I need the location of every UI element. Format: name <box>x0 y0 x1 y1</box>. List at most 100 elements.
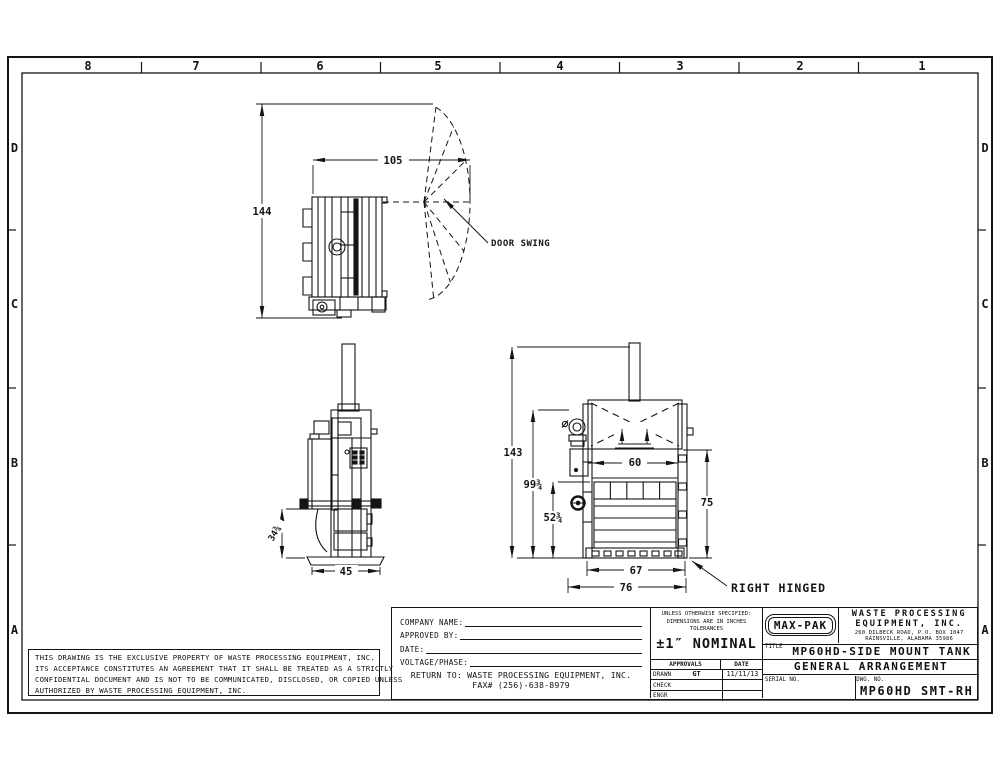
side-cross-bar <box>300 500 382 507</box>
approved-by-label: APPROVED BY: <box>400 631 459 640</box>
drawn-by-value: GT <box>692 670 701 679</box>
side-mount-tank <box>307 438 333 510</box>
engr-row: ENGR <box>651 691 762 701</box>
dim-side-base-width: 45 <box>340 566 353 578</box>
title-block: COMPANY NAME: APPROVED BY: DATE: VOLTAGE… <box>391 607 979 701</box>
check-row: CHECK <box>651 680 762 692</box>
drawn-label: DRAWN <box>653 670 672 678</box>
zone-top-6: 6 <box>316 59 323 73</box>
dwg-no-cell: DWG. NO. MP60HD SMT-RH <box>854 676 979 698</box>
side-cylinder-rod <box>341 343 356 411</box>
spec-line: UNLESS OTHERWISE SPECIFIED: <box>661 610 752 617</box>
check-label: CHECK <box>653 681 672 689</box>
zone-left-d: D <box>11 141 18 155</box>
baler-plan-view <box>302 196 388 318</box>
door-swing-callout: DOOR SWING <box>443 198 550 249</box>
zone-right-b: B <box>981 456 988 470</box>
zone-top-3: 3 <box>676 59 683 73</box>
dim-front-chamber-height: 52¾ <box>544 512 563 524</box>
date-field[interactable] <box>426 644 642 654</box>
drawing-subtitle: GENERAL ARRANGEMENT <box>763 660 979 676</box>
spec-line: TOLERANCES <box>689 625 724 632</box>
plan-door-edge <box>353 198 359 296</box>
dwg-no-label: DWG. NO. <box>856 676 885 683</box>
front-base <box>585 547 685 559</box>
front-cylinder-rod <box>628 342 641 402</box>
note-line: ITS ACCEPTANCE CONSTITUTES AN AGREEMENT … <box>35 663 394 673</box>
door-swing-label: DOOR SWING <box>491 239 550 249</box>
sheet-border <box>7 56 993 714</box>
note-line: CONFIDENTIAL DOCUMENT AND IS NOT TO BE C… <box>35 674 403 684</box>
logo-text: MAX-PAK <box>767 616 834 634</box>
plan-cylinder-port <box>328 238 346 256</box>
dim-front-overall-width: 76 <box>620 582 633 594</box>
front-door-top <box>593 481 677 500</box>
door-swing-arc <box>383 106 471 301</box>
zone-top-4: 4 <box>556 59 563 73</box>
zone-top-8: 8 <box>84 59 91 73</box>
zone-right-c: C <box>981 297 988 311</box>
plan-dimensions <box>256 103 471 319</box>
serial-no-label: SERIAL NO. <box>765 676 800 683</box>
side-base <box>306 556 385 566</box>
zone-right-a: A <box>981 623 989 637</box>
zone-top-7: 7 <box>192 59 199 73</box>
voltage-phase-label: VOLTAGE/PHASE: <box>400 658 469 667</box>
note-line: AUTHORIZED BY WASTE PROCESSING EQUIPMENT… <box>35 685 247 695</box>
company-address1: 260 DILBECK ROAD, P.O. BOX 1047 <box>854 629 964 636</box>
tolerance-approvals-column: UNLESS OTHERWISE SPECIFIED: DIMENSIONS A… <box>651 608 763 701</box>
dim-front-total-height: 143 <box>504 447 523 459</box>
return-to-line: RETURN TO: WASTE PROCESSING EQUIPMENT, I… <box>410 670 632 680</box>
zone-top-5: 5 <box>434 59 441 73</box>
max-pak-logo: MAX-PAK <box>765 614 836 637</box>
note-line: THIS DRAWING IS THE EXCLUSIVE PROPERTY O… <box>35 653 375 662</box>
right-hinged-callout: RIGHT HINGED <box>691 560 826 595</box>
top-zone-ticks <box>140 62 860 73</box>
baler-front-view <box>561 342 694 559</box>
zone-left-c: C <box>11 297 18 311</box>
side-zone-ticks <box>8 229 986 546</box>
zone-left-b: B <box>11 456 18 470</box>
title-label: TITLE <box>765 644 783 650</box>
voltage-phase-field[interactable] <box>470 657 642 667</box>
approvals-header: APPROVALS <box>651 660 721 669</box>
baler-side-view <box>299 343 385 566</box>
right-hinged-label: RIGHT HINGED <box>731 581 826 595</box>
dwg-no-value: MP60HD SMT-RH <box>859 683 974 698</box>
title-block-right: MAX-PAK WASTE PROCESSING EQUIPMENT, INC.… <box>763 608 979 699</box>
front-motor-assembly <box>561 418 592 511</box>
dim-front-door-height: 75 <box>701 497 714 509</box>
dim-front-chamber-width: 67 <box>630 565 643 577</box>
zone-labels: 8 7 6 5 4 3 2 1 D C B A D C B A <box>11 59 990 637</box>
tolerance-value: ±1″ NOMINAL <box>656 635 757 652</box>
date-header: DATE <box>734 660 749 668</box>
drawn-row: DRAWN GT 11/11/13 <box>651 669 762 681</box>
dim-plan-width: 105 <box>384 155 403 167</box>
company-name-line1: WASTE PROCESSING <box>851 609 967 619</box>
tolerance-cell: UNLESS OTHERWISE SPECIFIED: DIMENSIONS A… <box>651 608 762 659</box>
order-form: COMPANY NAME: APPROVED BY: DATE: VOLTAGE… <box>392 608 651 698</box>
side-control-box <box>349 447 368 469</box>
logo-cell: MAX-PAK <box>763 608 839 643</box>
side-hose <box>315 508 328 553</box>
dim-front-feed-width: 60 <box>629 457 642 469</box>
plan-power-unit <box>312 299 336 316</box>
company-address2: RAINSVILLE, ALABAMA 35986 <box>865 636 954 643</box>
diameter-symbol <box>561 420 569 428</box>
engr-label: ENGR <box>653 692 668 700</box>
title-row: TITLE MP60HD-SIDE MOUNT TANK <box>763 644 979 660</box>
serial-no-cell: SERIAL NO. <box>763 675 856 699</box>
approved-by-field[interactable] <box>460 630 642 640</box>
serial-dwg-row: SERIAL NO. DWG. NO. MP60HD SMT-RH <box>763 675 979 699</box>
company-name-line2: EQUIPMENT, INC. <box>855 618 963 629</box>
zone-right-d: D <box>981 141 988 155</box>
date-label: DATE: <box>400 644 425 654</box>
fax-line: FAX# (256)-638-8979 <box>472 680 570 691</box>
company-name-field[interactable] <box>465 617 642 627</box>
dim-plan-depth: 144 <box>253 206 272 218</box>
dim-front-body-height: 99¾ <box>524 479 543 491</box>
drawn-date-value: 11/11/13 <box>726 670 759 679</box>
zone-top-2: 2 <box>796 59 803 73</box>
